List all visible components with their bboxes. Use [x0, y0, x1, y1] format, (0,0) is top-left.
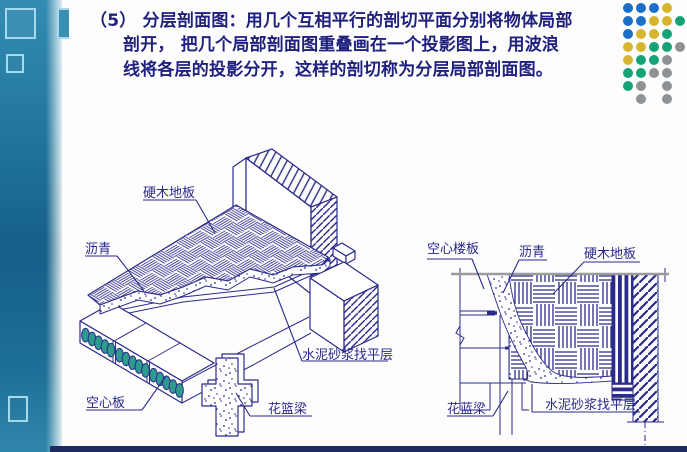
label-hardwood-floor-left: 硬木地板: [143, 186, 196, 201]
decor-dot: [675, 94, 685, 104]
decor-dot: [662, 29, 672, 39]
decor-dot: [675, 81, 685, 91]
sidebar-fade: [46, 0, 62, 452]
label-hollow-floor-slab-right: 空心楼板: [427, 242, 480, 257]
dot-row: [623, 3, 685, 13]
label-basket-beam-left: 花篮梁: [268, 402, 308, 417]
sidebar-strip: [0, 0, 62, 452]
decor-dot: [675, 42, 685, 52]
sidebar-square-1: [5, 8, 36, 39]
decor-dot: [662, 68, 672, 78]
title-line-2: 剖开， 把几个局部剖面图重叠画在一个投影图上，用波浪: [123, 35, 560, 56]
decor-dot: [636, 81, 646, 91]
dot-row: [623, 42, 685, 52]
decor-dot: [649, 42, 659, 52]
decor-dot: [636, 68, 646, 78]
decor-dot: [662, 94, 672, 104]
decor-dot: [623, 68, 633, 78]
decor-dot: [662, 81, 672, 91]
sidebar-square-2: [57, 8, 69, 39]
decor-dot: [649, 29, 659, 39]
page-title: （5） 分层剖面图：用几个互相平行的剖切平面分别将物体局部 剖开， 把几个局部剖…: [90, 9, 638, 82]
bottom-bar: [50, 446, 687, 452]
decor-dot: [649, 3, 659, 13]
sidebar-square-4: [8, 396, 28, 422]
decor-dot: [623, 3, 633, 13]
decor-dot: [623, 42, 633, 52]
label-mortar-right: 水泥砂浆找平层: [545, 398, 637, 413]
label-hollow-slab-left: 空心板: [86, 396, 126, 411]
decor-dot: [649, 94, 659, 104]
dot-row: [623, 81, 685, 91]
label-asphalt-right: 沥青: [519, 245, 546, 260]
title-line-3: 线将各层的投影分开，这样的剖切称为分层局部剖面图。: [123, 59, 553, 80]
decor-dot: [649, 16, 659, 26]
label-asphalt-left: 沥青: [85, 242, 112, 257]
decor-dot: [675, 29, 685, 39]
decor-dot: [675, 68, 685, 78]
decor-dot: [649, 55, 659, 65]
right-diagram-drawing: [427, 258, 669, 450]
label-hardwood-floor-right: 硬木地板: [584, 247, 637, 262]
decor-dot: [636, 3, 646, 13]
decor-dot: [662, 55, 672, 65]
decor-dot: [675, 16, 685, 26]
decor-dot: [636, 55, 646, 65]
decor-dot: [623, 16, 633, 26]
decor-dot: [636, 94, 646, 104]
decor-dot: [649, 68, 659, 78]
decor-dot: [623, 94, 633, 104]
dot-row: [623, 16, 685, 26]
decor-dot: [623, 29, 633, 39]
decor-dot: [662, 16, 672, 26]
label-mortar-left: 水泥砂浆找平层: [302, 348, 394, 363]
dot-row: [623, 29, 685, 39]
decor-dot: [662, 42, 672, 52]
decor-dot: [675, 3, 685, 13]
decor-dot: [636, 29, 646, 39]
decor-dot: [623, 81, 633, 91]
decor-dot: [675, 55, 685, 65]
label-basket-beam-right: 花蓝梁: [447, 402, 487, 417]
decor-dot: [649, 81, 659, 91]
title-line-1: （5） 分层剖面图：用几个互相平行的剖切平面分别将物体局部: [90, 11, 573, 31]
dot-row: [623, 94, 685, 104]
left-diagram-drawing: [79, 148, 388, 437]
decor-dot: [636, 16, 646, 26]
decor-dot: [623, 55, 633, 65]
sidebar-square-3: [6, 54, 24, 73]
dots-pattern: [623, 3, 685, 107]
decor-dot: [636, 42, 646, 52]
decor-dot: [662, 3, 672, 13]
dot-row: [623, 55, 685, 65]
dot-row: [623, 68, 685, 78]
